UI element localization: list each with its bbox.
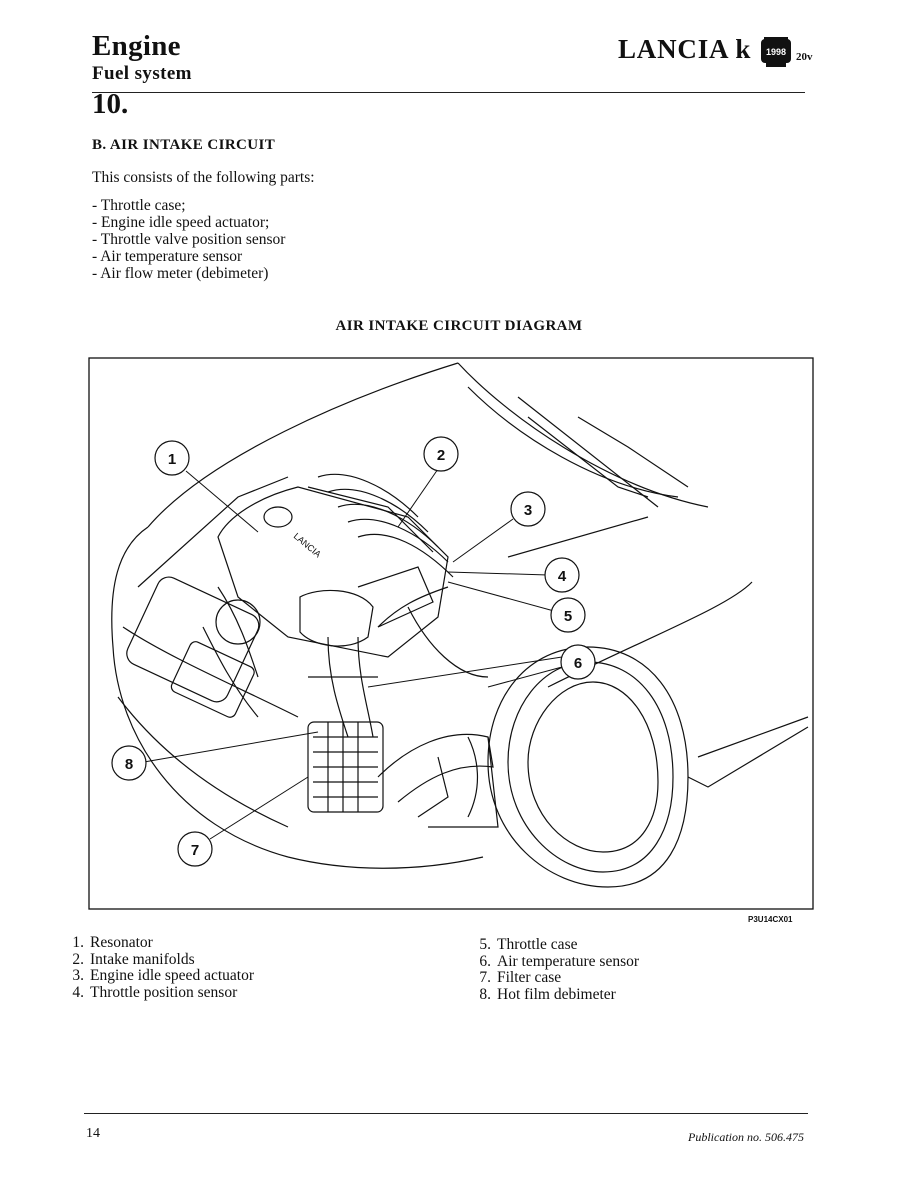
diagram-title: AIR INTAKE CIRCUIT DIAGRAM (335, 318, 583, 334)
callout-3: 3 (510, 491, 546, 527)
legend-number: 6. (479, 952, 491, 970)
callout-6: 6 (560, 644, 596, 680)
callout-label: 1 (168, 451, 176, 468)
callout-label: 7 (191, 842, 199, 859)
legend-text: Throttle position sensor (90, 983, 238, 1001)
legend-item: 1. Resonator (63, 934, 254, 952)
legend-item: 5. Throttle case (470, 936, 639, 954)
engine-illustration: LANCIA (202, 473, 499, 828)
leader-lines (143, 468, 563, 840)
brand-suffix: 20v (796, 51, 813, 63)
parts-list: Throttle case; Engine idle speed actuato… (92, 197, 285, 282)
section-number: 10. (92, 88, 129, 120)
legend-text: Filter case (497, 969, 562, 986)
legend-text: Intake manifolds (90, 950, 195, 968)
publication-number: Publication no. 506.475 (688, 1130, 804, 1144)
list-item: Throttle case; (92, 197, 285, 214)
list-item: Air flow meter (debimeter) (92, 265, 285, 282)
page-number: 14 (86, 1126, 100, 1141)
legend-text: Hot film debimeter (497, 985, 616, 1003)
legend-item: 6. Air temperature sensor (470, 952, 640, 971)
legend-item: 7. Filter case (470, 969, 639, 987)
legend-item: 8. Hot film debimeter (470, 985, 639, 1004)
legend-item: 3. Engine idle speed actuator (63, 967, 254, 985)
page-title: Engine (92, 30, 181, 62)
page-subtitle: Fuel system (92, 63, 192, 84)
legend-item: 2. Intake manifolds (63, 950, 254, 969)
diagram-frame (88, 357, 814, 910)
engine-cover-label: LANCIA (292, 531, 323, 560)
callout-label: 4 (558, 568, 567, 585)
legend-number: 7. (479, 969, 491, 986)
callout-7: 7 (177, 831, 213, 867)
legend-text: Air temperature sensor (497, 952, 640, 970)
callout-label: 5 (564, 608, 572, 625)
footer-divider (84, 1113, 808, 1114)
list-item: Throttle valve position sensor (92, 231, 286, 248)
legend-number: 5. (479, 936, 491, 953)
list-item: Engine idle speed actuator; (92, 214, 285, 231)
legend-number: 3. (72, 967, 84, 984)
legend-text: Resonator (90, 934, 153, 951)
callout-label: 6 (574, 655, 582, 672)
legend-left: 1. Resonator 2. Intake manifolds 3. Engine … (63, 934, 254, 1002)
section-heading: B. AIR INTAKE CIRCUIT (92, 137, 276, 153)
intro-text: This consists of the following parts: (92, 169, 315, 186)
figure-code: P3U14CX01 (748, 915, 793, 924)
callout-label: 3 (524, 502, 532, 519)
callout-label: 2 (437, 447, 445, 464)
legend-number: 1. (72, 934, 84, 951)
callout-4: 4 (544, 557, 580, 593)
legend-number: 2. (72, 950, 84, 968)
callout-2: 2 (423, 436, 459, 472)
legend-number: 4. (72, 983, 84, 1001)
legend-text: Throttle case (497, 936, 578, 953)
brand-badge-text: 1998 (766, 47, 786, 57)
callout-1: 1 (154, 440, 190, 476)
legend-number: 8. (479, 985, 491, 1003)
legend-item: 4. Throttle position sensor (63, 983, 254, 1002)
legend-text: Engine idle speed actuator (90, 967, 254, 984)
air-intake-diagram: LANCIA 1 2 3 4 (88, 357, 814, 910)
brand-name: LANCIA k (618, 34, 752, 64)
header-divider (92, 92, 805, 93)
diagram-callouts: 1 2 3 4 5 6 7 8 (111, 436, 596, 867)
callout-8: 8 (111, 745, 147, 781)
legend-right: 5. Throttle case 6. Air temperature sensor… (470, 936, 640, 1004)
brand-logo-badge: 1998 (761, 37, 791, 67)
list-item: Air temperature sensor (92, 248, 285, 265)
callout-label: 8 (125, 756, 133, 773)
callout-5: 5 (550, 597, 586, 633)
